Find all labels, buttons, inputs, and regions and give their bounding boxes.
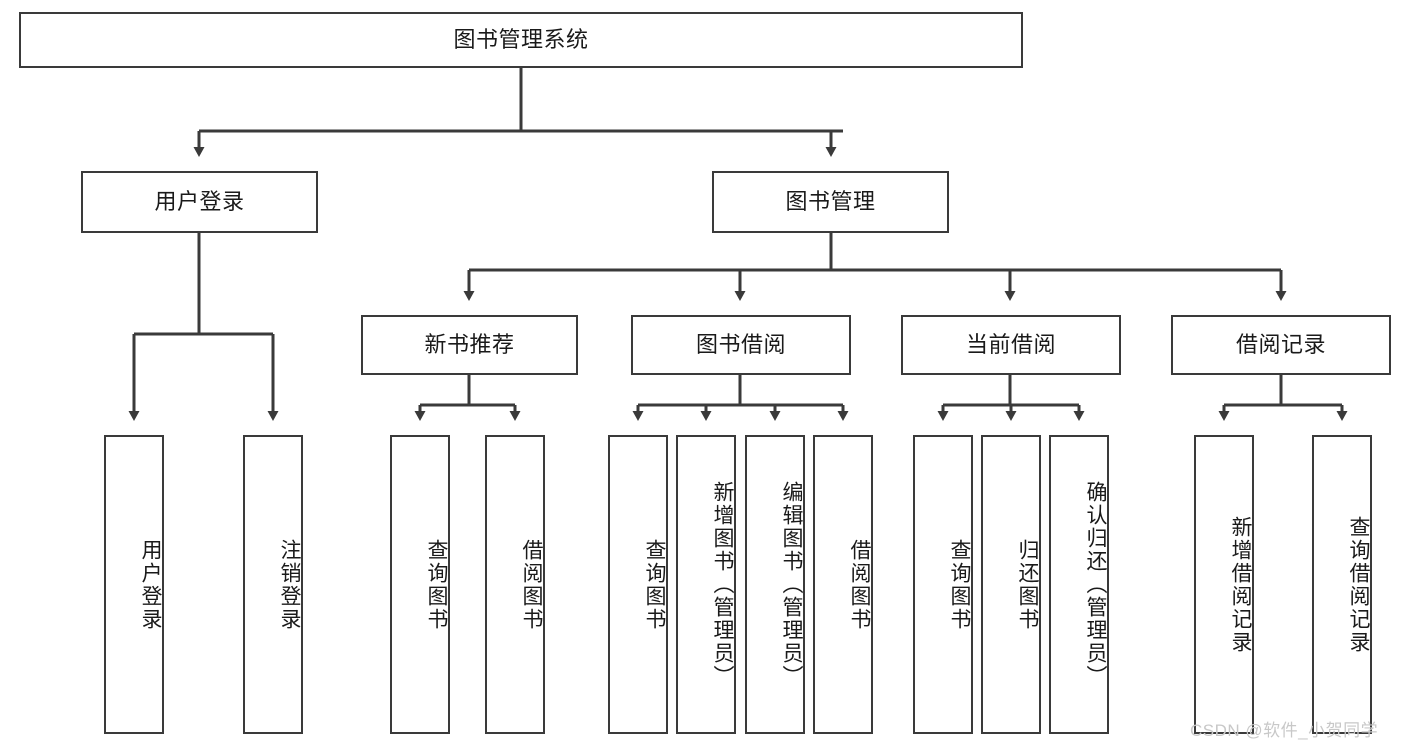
leaf-logout-label: 注销登录 [278, 538, 301, 631]
leaf-edit-book-admin[interactable]: 编辑图书（管理员） [745, 435, 805, 734]
leaf-add-book-admin-label: 新增图书（管理员） [711, 481, 734, 688]
leaf-query-book-borrow-label: 查询图书 [643, 538, 666, 631]
leaf-query-book-new[interactable]: 查询图书 [390, 435, 450, 734]
node-book-management[interactable]: 图书管理 [712, 171, 949, 233]
leaf-query-book-current-label: 查询图书 [948, 538, 971, 631]
leaf-user-login[interactable]: 用户登录 [104, 435, 164, 734]
node-user-login-label: 用户登录 [154, 188, 245, 214]
leaf-logout[interactable]: 注销登录 [243, 435, 303, 734]
node-new-book-recommend[interactable]: 新书推荐 [361, 315, 578, 375]
leaf-borrow-book-label: 借阅图书 [848, 538, 871, 631]
node-book-management-label: 图书管理 [785, 188, 876, 214]
leaf-query-borrow-record[interactable]: 查询借阅记录 [1312, 435, 1372, 734]
node-book-borrow[interactable]: 图书借阅 [631, 315, 851, 375]
leaf-return-book[interactable]: 归还图书 [981, 435, 1041, 734]
leaf-borrow-book[interactable]: 借阅图书 [813, 435, 873, 734]
node-current-borrow[interactable]: 当前借阅 [901, 315, 1121, 375]
leaf-confirm-return-admin-label: 确认归还（管理员） [1084, 481, 1107, 688]
leaf-query-borrow-record-label: 查询借阅记录 [1347, 515, 1370, 654]
leaf-add-borrow-record-label: 新增借阅记录 [1229, 515, 1252, 654]
leaf-query-book-new-label: 查询图书 [425, 538, 448, 631]
node-root[interactable]: 图书管理系统 [19, 12, 1023, 68]
node-new-book-recommend-label: 新书推荐 [424, 331, 515, 357]
leaf-borrow-book-new-label: 借阅图书 [520, 538, 543, 631]
node-current-borrow-label: 当前借阅 [965, 331, 1056, 357]
leaf-return-book-label: 归还图书 [1016, 538, 1039, 631]
node-borrow-records[interactable]: 借阅记录 [1171, 315, 1391, 375]
leaf-user-login-label: 用户登录 [139, 538, 162, 631]
leaf-add-book-admin[interactable]: 新增图书（管理员） [676, 435, 736, 734]
node-book-borrow-label: 图书借阅 [695, 331, 786, 357]
leaf-borrow-book-new[interactable]: 借阅图书 [485, 435, 545, 734]
leaf-query-book-borrow[interactable]: 查询图书 [608, 435, 668, 734]
leaf-query-book-current[interactable]: 查询图书 [913, 435, 973, 734]
node-root-label: 图书管理系统 [453, 26, 589, 52]
node-borrow-records-label: 借阅记录 [1235, 331, 1326, 357]
leaf-edit-book-admin-label: 编辑图书（管理员） [780, 481, 803, 688]
leaf-add-borrow-record[interactable]: 新增借阅记录 [1194, 435, 1254, 734]
node-user-login[interactable]: 用户登录 [81, 171, 318, 233]
leaf-confirm-return-admin[interactable]: 确认归还（管理员） [1049, 435, 1109, 734]
